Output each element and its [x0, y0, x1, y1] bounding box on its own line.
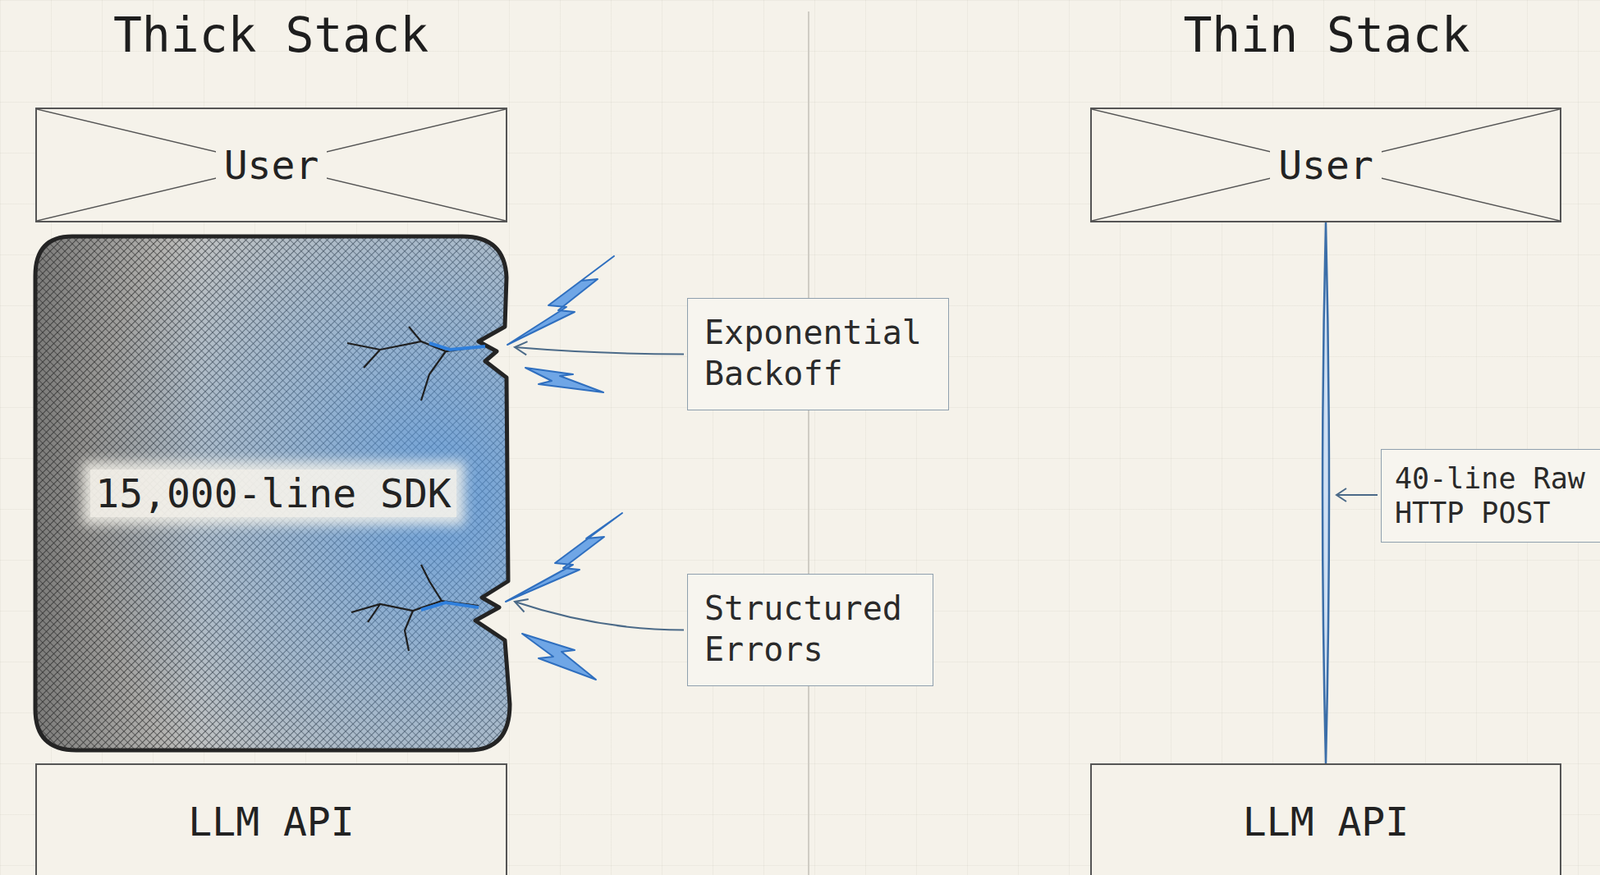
- blob-outline: [35, 236, 510, 751]
- thin-connector: [1322, 222, 1330, 764]
- blob-glow: [35, 236, 510, 751]
- node-text: Structured Errors: [704, 587, 917, 670]
- lightning-bolt: [505, 513, 623, 602]
- leader-arrow: [514, 599, 684, 630]
- user-box: User: [35, 107, 508, 223]
- arrowhead: [514, 341, 528, 355]
- divider-line: [807, 11, 810, 875]
- leader-line: [1336, 494, 1378, 496]
- connector-line: [1322, 222, 1330, 764]
- connector-line: [514, 601, 684, 631]
- connector-line: [514, 347, 684, 355]
- lightning-bolt: [507, 256, 615, 345]
- arrowhead: [514, 599, 529, 612]
- blob-shade: [35, 236, 510, 751]
- api-box: LLM API: [35, 763, 508, 875]
- leader-arrowhead: [1336, 488, 1347, 502]
- cross-line: [36, 109, 506, 221]
- node-text: LLM API: [187, 797, 354, 846]
- node-text: 40-line Raw HTTP POST: [1394, 461, 1597, 531]
- side-leader: [1336, 488, 1378, 502]
- stack-title: Thick Stack: [113, 6, 429, 65]
- sdk-block: 15,000-line SDK: [35, 236, 512, 751]
- cross-line: [1091, 109, 1560, 221]
- user-box: User: [1090, 107, 1562, 223]
- stack-title: Thin Stack: [1182, 6, 1470, 65]
- callout-box: Structured Errors: [687, 573, 934, 687]
- cross-line: [1091, 109, 1560, 221]
- node-text: 15,000-line SDK: [90, 469, 456, 518]
- cross-line: [36, 109, 506, 221]
- lightning-bolt: [522, 633, 596, 680]
- blob-fill: [35, 236, 510, 751]
- lightning-bolt: [525, 367, 604, 393]
- leader-arrow: [514, 341, 684, 355]
- callout-box: Exponential Backoff: [687, 297, 949, 411]
- node-text: User: [1269, 141, 1382, 189]
- api-box: LLM API: [1090, 763, 1562, 875]
- node-text: LLM API: [1242, 797, 1409, 846]
- callout-box: 40-line Raw HTTP POST: [1380, 449, 1600, 543]
- node-text: Exponential Backoff: [704, 311, 932, 395]
- node-text: User: [215, 141, 328, 189]
